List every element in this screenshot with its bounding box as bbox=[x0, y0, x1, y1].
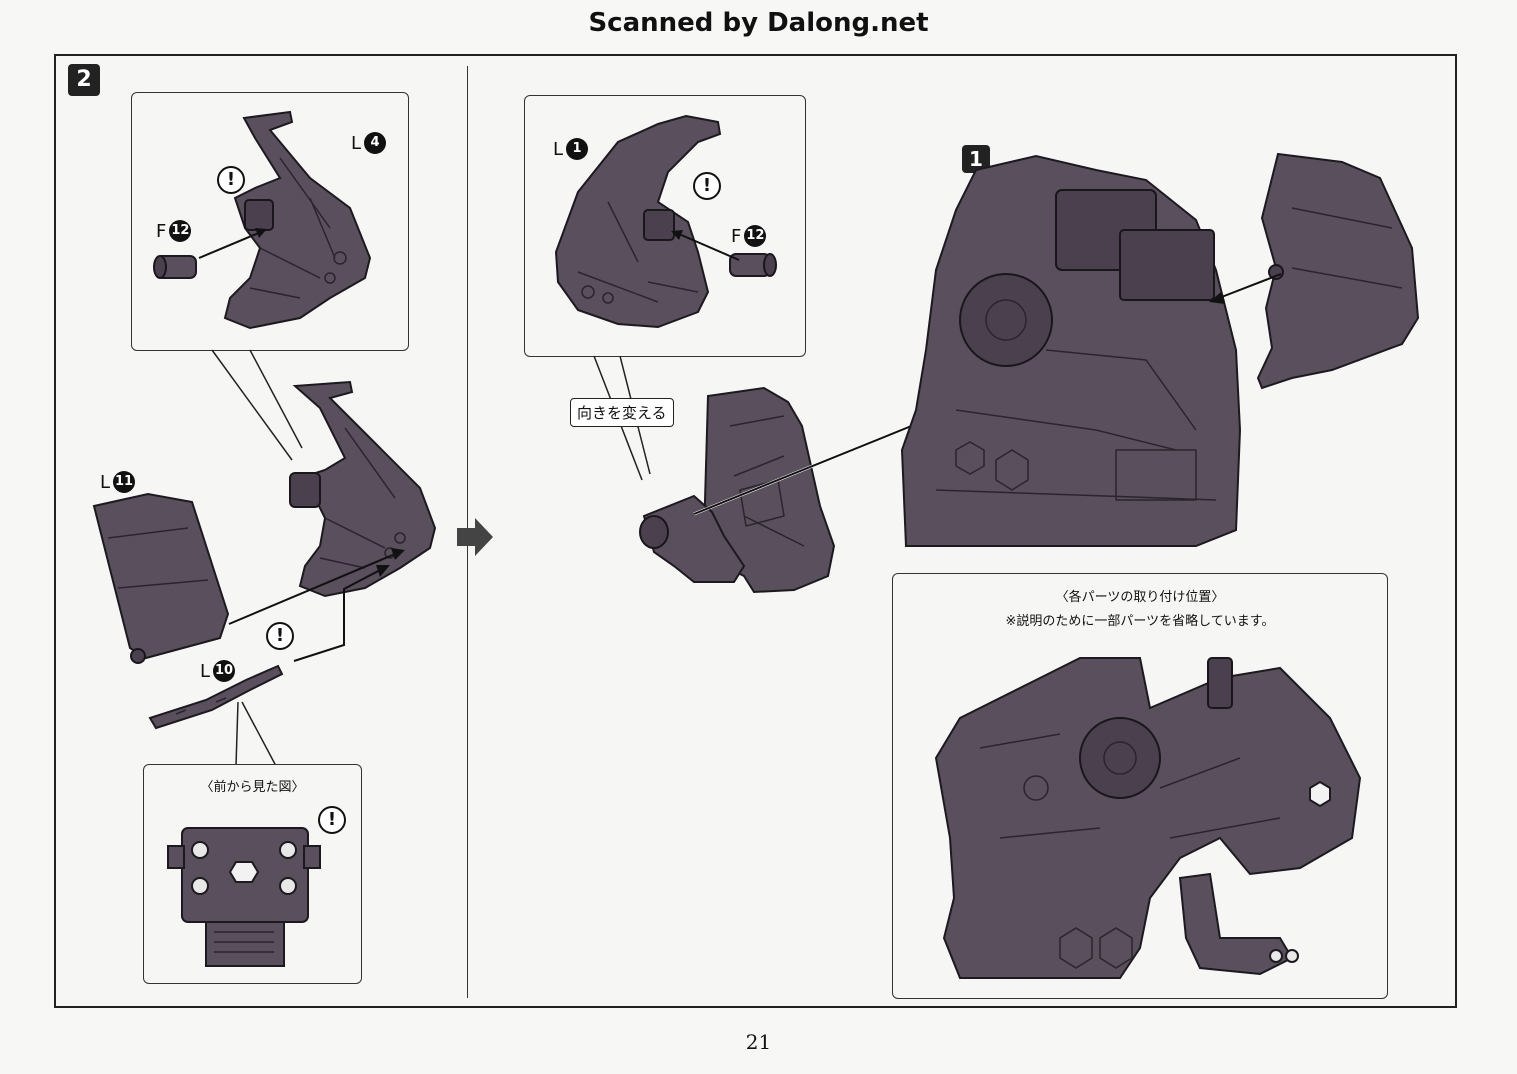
part-l11-plate bbox=[92, 492, 230, 664]
part-l4-assembled bbox=[289, 380, 437, 598]
part-f12-peg-left bbox=[153, 255, 197, 279]
part-l10-clip bbox=[148, 664, 284, 730]
leader-lines-front-view bbox=[235, 701, 277, 767]
warning-icon: ! bbox=[318, 806, 346, 834]
part-l4-closeup bbox=[223, 110, 372, 330]
label-f12-right: F 12 bbox=[731, 225, 767, 247]
label-l4: L 4 bbox=[351, 132, 387, 154]
warning-icon: ! bbox=[266, 622, 294, 650]
part-side-cover bbox=[1256, 152, 1420, 390]
arrow-l11-to-l4 bbox=[228, 548, 405, 625]
part-l1-closeup bbox=[554, 114, 722, 329]
next-step-arrow bbox=[457, 518, 493, 556]
label-f12-left: F 12 bbox=[156, 220, 192, 242]
arrow-cover-to-frame bbox=[1209, 273, 1282, 304]
label-l11: L 11 bbox=[100, 471, 136, 493]
step-badge: 2 bbox=[68, 64, 100, 96]
mech-position-diagram bbox=[934, 657, 1362, 979]
part-f12-peg-right bbox=[729, 253, 777, 277]
position-reference-note: ※説明のために一部パーツを省略しています。 bbox=[1005, 614, 1275, 629]
leader-lines-l4-box bbox=[211, 349, 303, 461]
part-front-view bbox=[167, 827, 321, 967]
front-view-caption: 〈前から見た図〉 bbox=[200, 780, 305, 795]
label-l1: L 1 bbox=[553, 138, 589, 160]
arrow-f12-to-l1 bbox=[671, 230, 740, 261]
page-number: 21 bbox=[745, 1030, 772, 1054]
warning-icon: ! bbox=[693, 172, 721, 200]
change-direction-note: 向きを変える bbox=[570, 398, 674, 427]
position-reference-title: 〈各パーツの取り付け位置〉 bbox=[1055, 590, 1225, 605]
mech-body-upper bbox=[900, 154, 1242, 547]
arrow-f12-to-l4 bbox=[198, 228, 267, 259]
label-l10: L 10 bbox=[200, 660, 236, 682]
warning-icon: ! bbox=[217, 166, 245, 194]
scan-credit: Scanned by Dalong.net bbox=[588, 8, 929, 38]
arrow-l10-to-l4 bbox=[293, 565, 390, 662]
part-l1-assembled bbox=[639, 386, 836, 594]
